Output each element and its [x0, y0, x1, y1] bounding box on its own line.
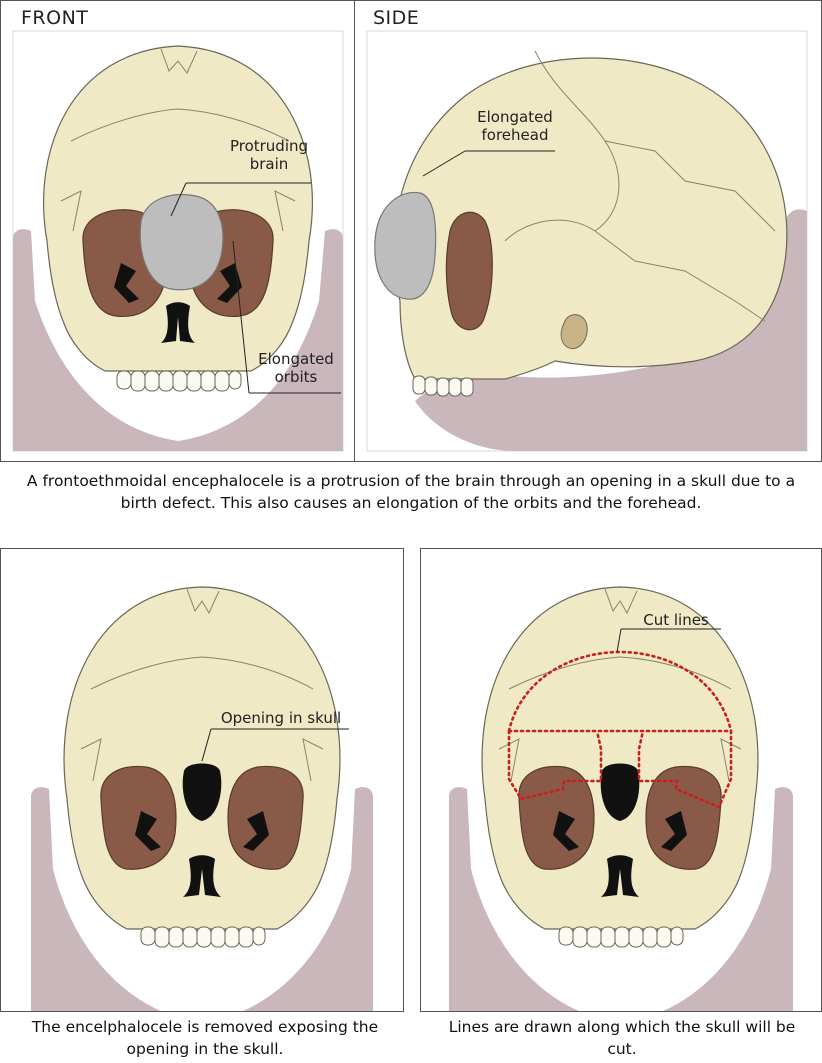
nasal-cavity — [601, 855, 639, 897]
skull-opening — [182, 763, 222, 821]
teeth — [412, 375, 474, 397]
cranium — [63, 586, 341, 930]
cranium — [393, 57, 788, 380]
head-silhouette — [415, 209, 807, 451]
cut-lines-label: Cut lines — [643, 611, 709, 629]
protruding-brain-label: Protruding brain — [229, 137, 309, 173]
skull-opening — [600, 763, 640, 821]
head-silhouette — [449, 787, 579, 1011]
removed-encephalocele-panel: Opening in skull — [0, 548, 404, 1012]
top-caption: A frontoethmoidal encephalocele is a pro… — [26, 472, 796, 512]
cut-lines — [507, 650, 733, 809]
teeth — [140, 926, 266, 948]
side-skull-illustration — [366, 30, 808, 452]
protruding-brain — [139, 194, 224, 291]
teeth — [558, 926, 684, 948]
right-orbit — [227, 765, 304, 870]
bottom-left-caption: The encelphalocele is removed exposing t… — [31, 1018, 379, 1058]
head-silhouette — [31, 787, 161, 1011]
cranium — [481, 586, 759, 930]
bottom-right-caption: Lines are drawn along which the skull wi… — [448, 1018, 796, 1058]
removed-skull-illustration — [31, 586, 373, 1011]
side-view-panel: SIDE Elongated forehead — [354, 0, 822, 462]
left-orbit — [100, 765, 177, 870]
front-view-title: FRONT — [21, 7, 89, 29]
front-skull-illustration — [12, 30, 344, 452]
teeth — [116, 370, 242, 392]
elongated-forehead-label: Elongated forehead — [477, 108, 553, 144]
protruding-brain — [374, 191, 437, 300]
cut-lines-skull-illustration — [449, 586, 793, 1011]
left-orbit — [518, 765, 595, 870]
ear-canal — [560, 314, 588, 349]
front-view-panel: FRONT Protruding brain Elongated orbits — [0, 0, 356, 462]
side-view-title: SIDE — [373, 7, 420, 29]
opening-in-skull-label: Opening in skull — [220, 709, 342, 727]
elongated-orbits-label: Elongated orbits — [258, 350, 334, 386]
nasal-cavity — [183, 855, 221, 897]
cut-lines-panel: Cut lines — [420, 548, 822, 1012]
nasal-cavity — [161, 302, 195, 343]
side-orbit — [445, 211, 493, 331]
